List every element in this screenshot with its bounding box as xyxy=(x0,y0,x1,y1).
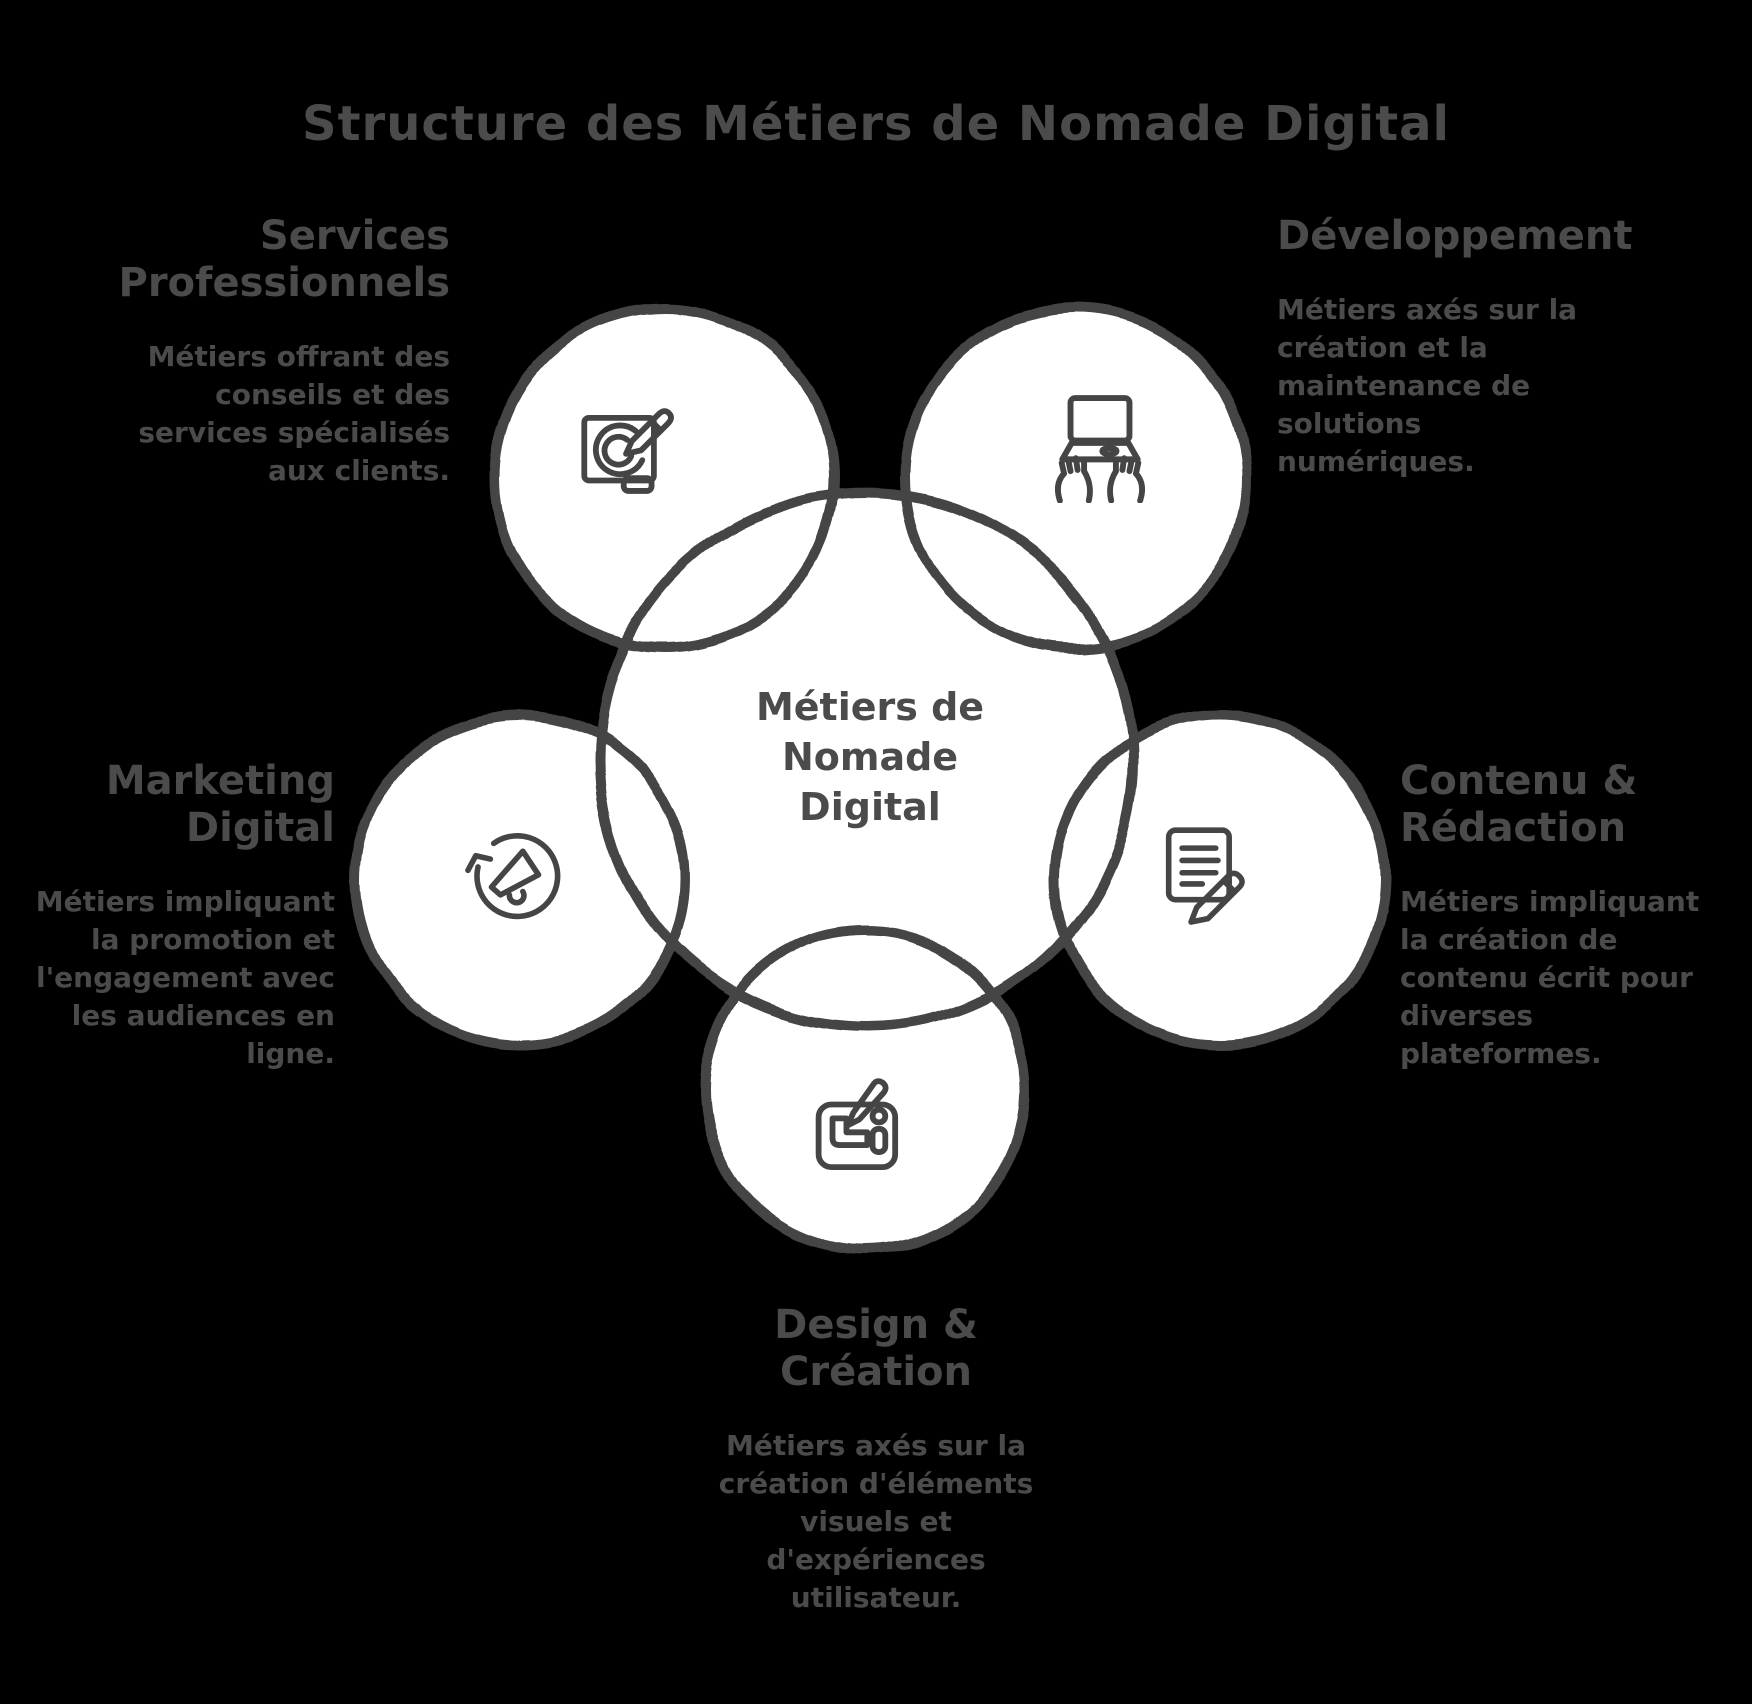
target-arc-outer xyxy=(593,422,646,478)
circle-contenu-fill xyxy=(1055,715,1385,1045)
circle-services-fill xyxy=(494,308,834,648)
laptop-screen xyxy=(1067,395,1133,444)
megaphone-circular-arrow-icon xyxy=(465,832,561,920)
marketing-description: Métiers impliquant la promotion et l'eng… xyxy=(35,885,335,1070)
circle-design xyxy=(700,925,1030,1255)
design-heading: Design & Création xyxy=(774,1302,978,1395)
arrowhead xyxy=(465,852,494,874)
stylus xyxy=(844,1078,889,1129)
contenu-description: Métiers impliquant la création de conten… xyxy=(1400,885,1700,1070)
graphic-tablet-pen-icon xyxy=(581,408,674,494)
center-circle-label: Métiers de Nomade Digital xyxy=(755,685,985,829)
diagram-title: Structure des Métiers de Nomade Digital xyxy=(302,96,1450,152)
pencil xyxy=(1188,870,1245,925)
services-block: Services Professionnels Métiers offrant … xyxy=(30,213,450,490)
laptop-typing-hands-icon xyxy=(1055,395,1145,503)
services-description: Métiers offrant des conseils et des serv… xyxy=(138,340,450,487)
i-bar xyxy=(869,1125,889,1155)
developpement-heading: Développement xyxy=(1277,213,1633,259)
pencil-band xyxy=(1220,877,1238,895)
laptop-base xyxy=(1059,439,1141,463)
document-pencil-icon xyxy=(1165,827,1245,925)
pencil xyxy=(623,408,674,457)
circle-marketing xyxy=(350,710,690,1050)
circle-developpement xyxy=(901,303,1251,653)
pen-tablet-stylus-icon xyxy=(815,1078,899,1171)
tablet-slot xyxy=(829,1115,871,1148)
document xyxy=(1165,827,1232,903)
left-hand xyxy=(1055,455,1093,503)
circle-developpement-fill xyxy=(906,308,1246,648)
circle-outlines xyxy=(350,303,1390,1255)
i-dot xyxy=(869,1106,889,1126)
pencil-band xyxy=(648,418,664,434)
megaphone-handle xyxy=(506,888,527,906)
circle-fills xyxy=(355,308,1385,1250)
megaphone-cone xyxy=(488,848,542,898)
developpement-description: Métiers axés sur la création et la maint… xyxy=(1277,293,1578,478)
marketing-block: Marketing Digital Métiers impliquant la … xyxy=(0,758,335,1073)
marketing-heading: Marketing Digital xyxy=(105,758,335,851)
design-description: Métiers axés sur la création d'éléments … xyxy=(718,1429,1034,1614)
right-hand xyxy=(1107,455,1145,503)
laptop-touchpad xyxy=(1099,445,1120,458)
services-heading: Services Professionnels xyxy=(118,213,450,306)
contenu-block: Contenu & Rédaction Métiers impliquant l… xyxy=(1400,758,1750,1073)
design-block: Design & Création Métiers axés sur la cr… xyxy=(636,1302,1116,1617)
circle-services xyxy=(489,303,839,653)
circle-center xyxy=(594,488,1138,1032)
tablet-stand xyxy=(620,475,655,494)
target-arc-inner xyxy=(601,433,635,468)
circle-contenu xyxy=(1050,710,1390,1050)
tablet-body xyxy=(581,414,657,484)
developpement-block: Développement Métiers axés sur la créati… xyxy=(1277,213,1633,481)
circular-arrow-arc xyxy=(474,832,561,920)
contenu-heading: Contenu & Rédaction xyxy=(1400,758,1638,851)
